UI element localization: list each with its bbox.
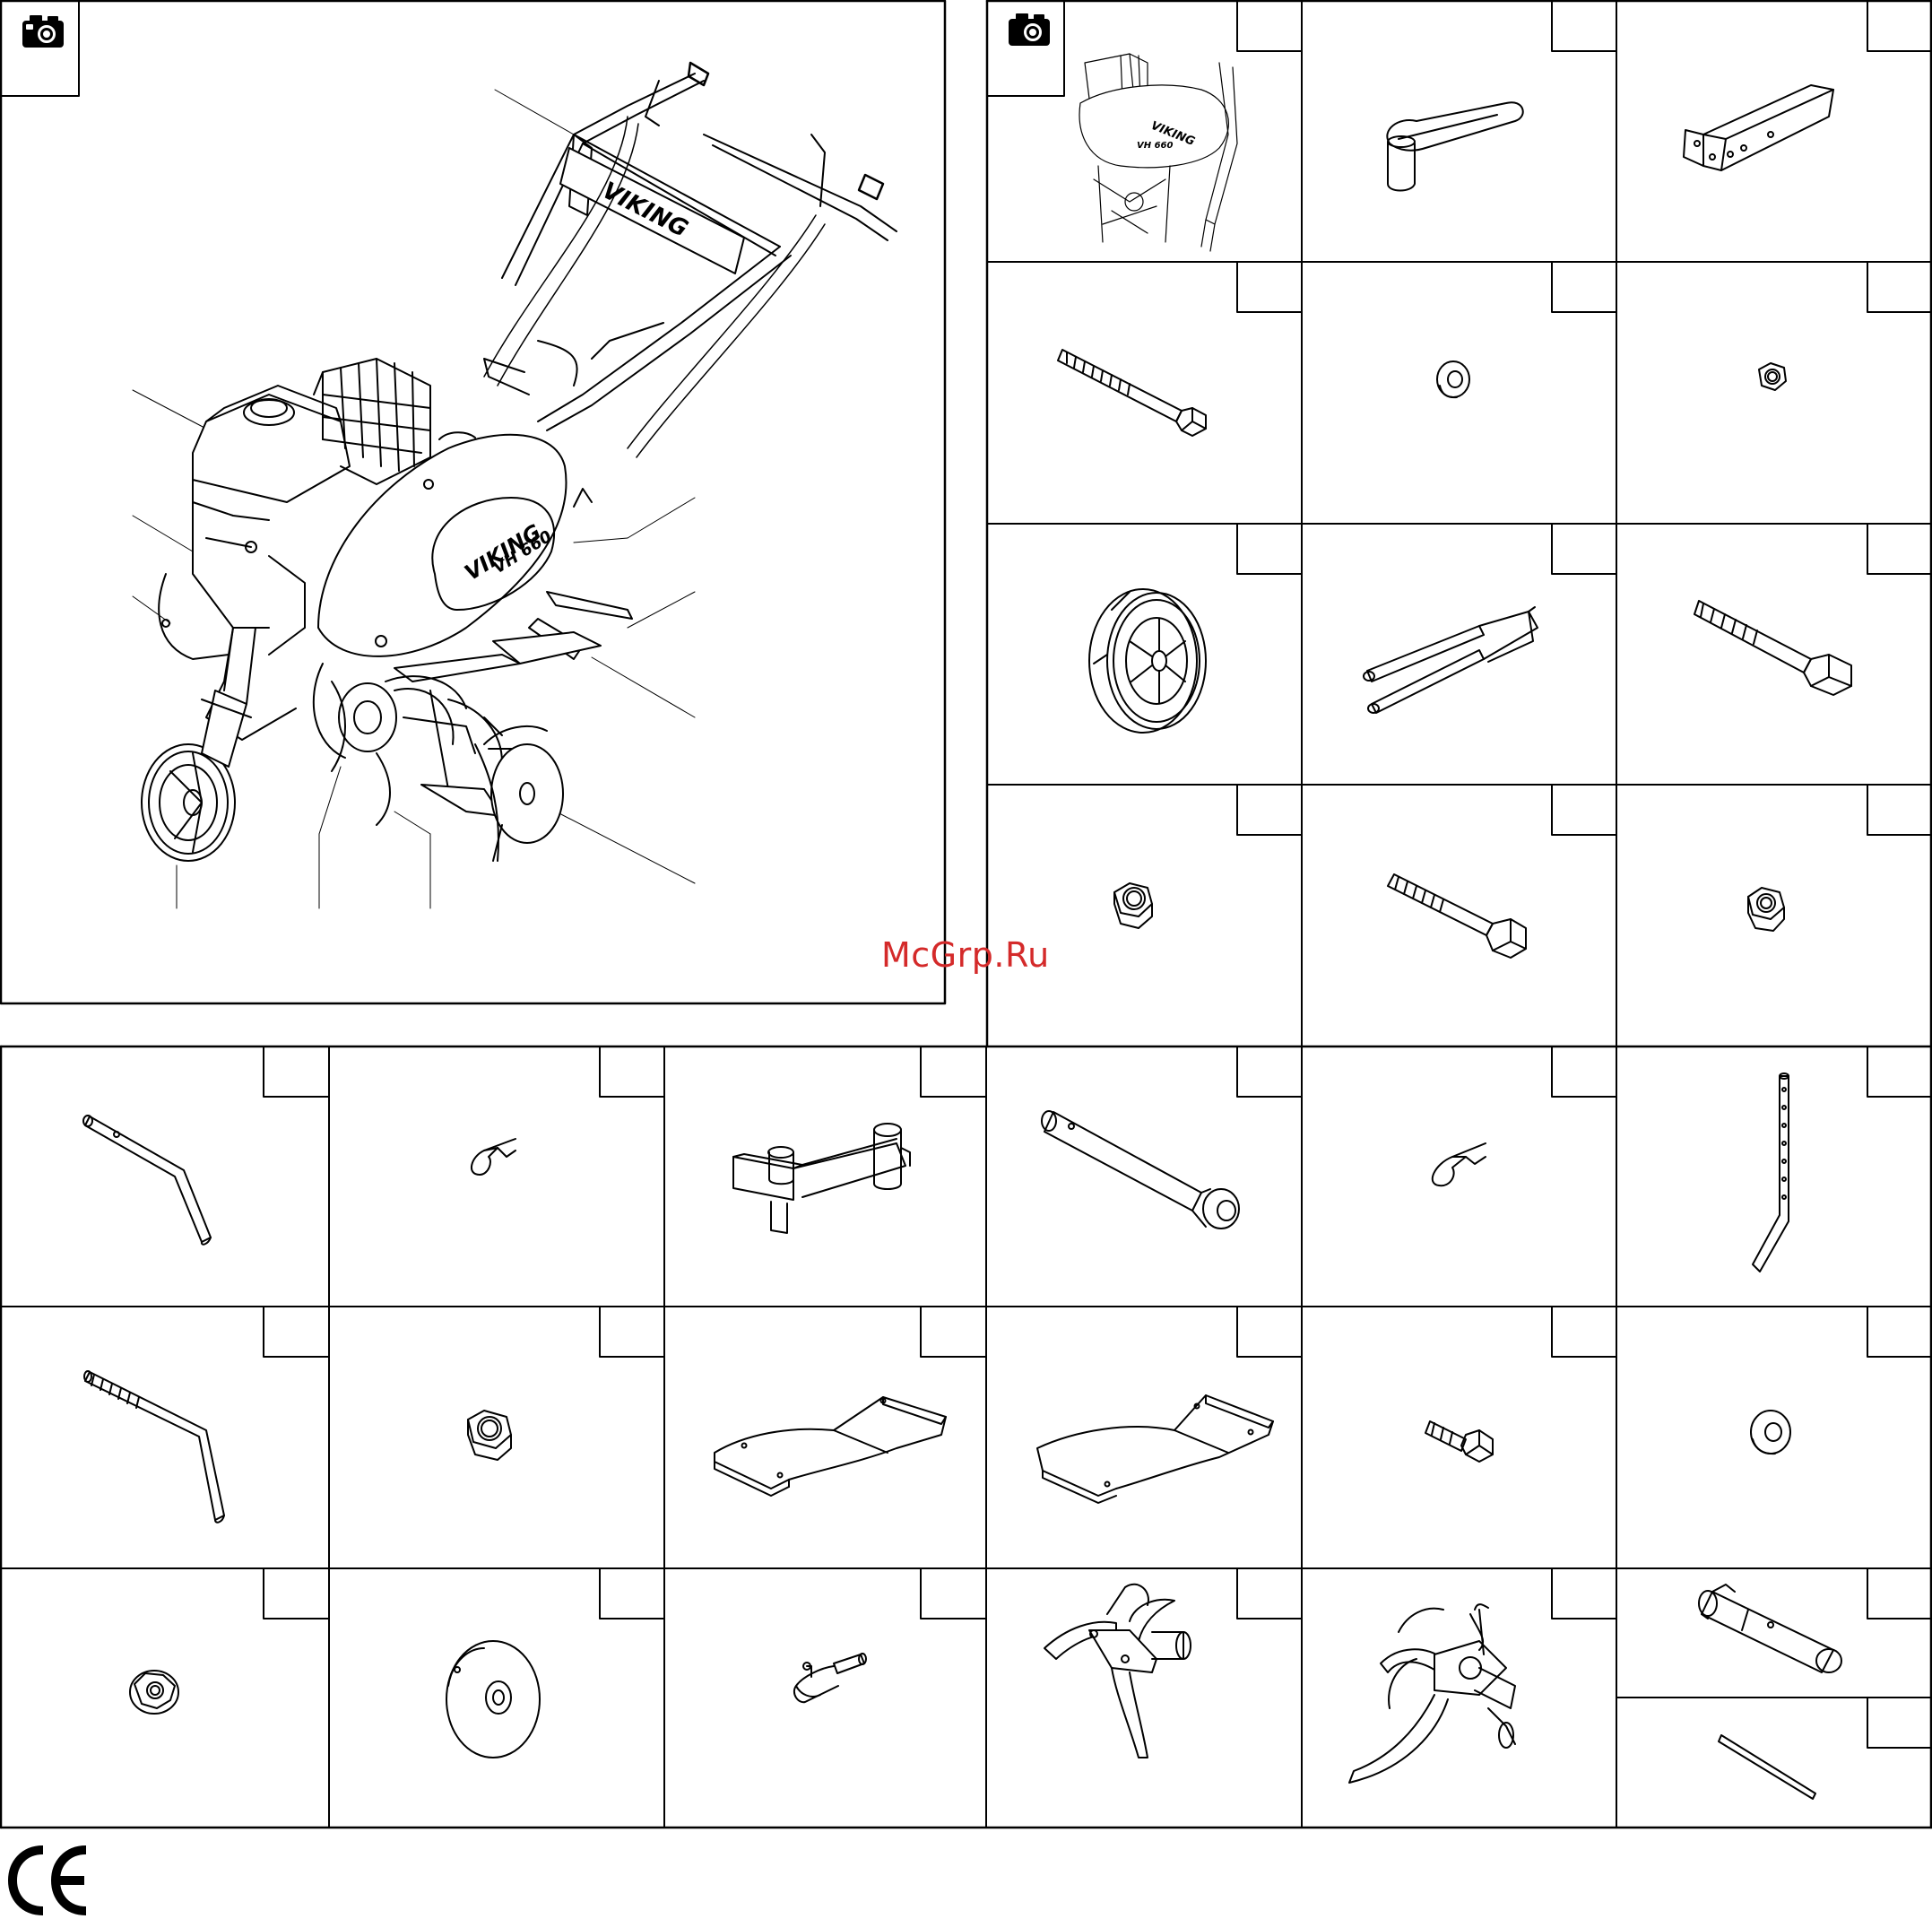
camera-icon [1009, 14, 1049, 45]
part-flange-nut [130, 1671, 178, 1714]
part-depth-bar-holder [733, 1124, 910, 1233]
part-wheel-fork [1364, 607, 1538, 713]
part-wheel [1089, 589, 1206, 733]
thumbnail-cell: VIKING VH 660 [987, 1, 1237, 251]
part-washer [1437, 361, 1469, 397]
part-hex-nut-large [1114, 883, 1152, 928]
tines [314, 664, 563, 861]
thumbnail-model-label: VH 660 [1137, 141, 1174, 151]
part-hex-nut [1759, 363, 1786, 390]
cables [484, 117, 825, 457]
thumbnail-tiller: VIKING VH 660 [1079, 54, 1237, 251]
part-socket-wrench [1699, 1585, 1841, 1672]
part-fender-right [1037, 1395, 1273, 1503]
part-tine-right [1349, 1604, 1515, 1783]
part-bent-pin [83, 1116, 211, 1245]
part-fender-left [715, 1397, 946, 1496]
part-hex-nut-2 [468, 1411, 511, 1460]
front-wheel [142, 628, 256, 861]
part-hex-nut-small [1748, 888, 1784, 931]
part-hair-pin-2 [1433, 1143, 1486, 1185]
part-mounting-bracket [1684, 85, 1833, 170]
ce-mark [13, 1850, 86, 1911]
part-depth-stop-bar [1753, 1073, 1789, 1272]
overview-panel: VIKING [1, 1, 945, 1003]
camera-icon [23, 16, 63, 47]
part-side-disc [446, 1641, 540, 1758]
part-hair-pin [472, 1139, 515, 1175]
part-bent-threaded-rod [84, 1371, 224, 1523]
part-axle-pin [1042, 1111, 1239, 1229]
part-tommy-bar [1719, 1735, 1815, 1799]
part-long-bolt [1058, 350, 1206, 436]
part-lynch-pin [794, 1654, 866, 1702]
part-tine-left [1044, 1585, 1191, 1758]
part-bolt [1388, 874, 1526, 958]
part-short-bolt [1694, 601, 1851, 695]
part-washer-2 [1751, 1411, 1790, 1454]
watermark-text: McGrp.Ru [881, 935, 1050, 975]
gear-cover: VIKING VH 660 [318, 432, 567, 656]
parts-grid: VIKING VH 660 [1, 1, 1932, 1828]
part-small-bolt [1425, 1421, 1493, 1462]
part-handle-bracket [1387, 102, 1522, 190]
